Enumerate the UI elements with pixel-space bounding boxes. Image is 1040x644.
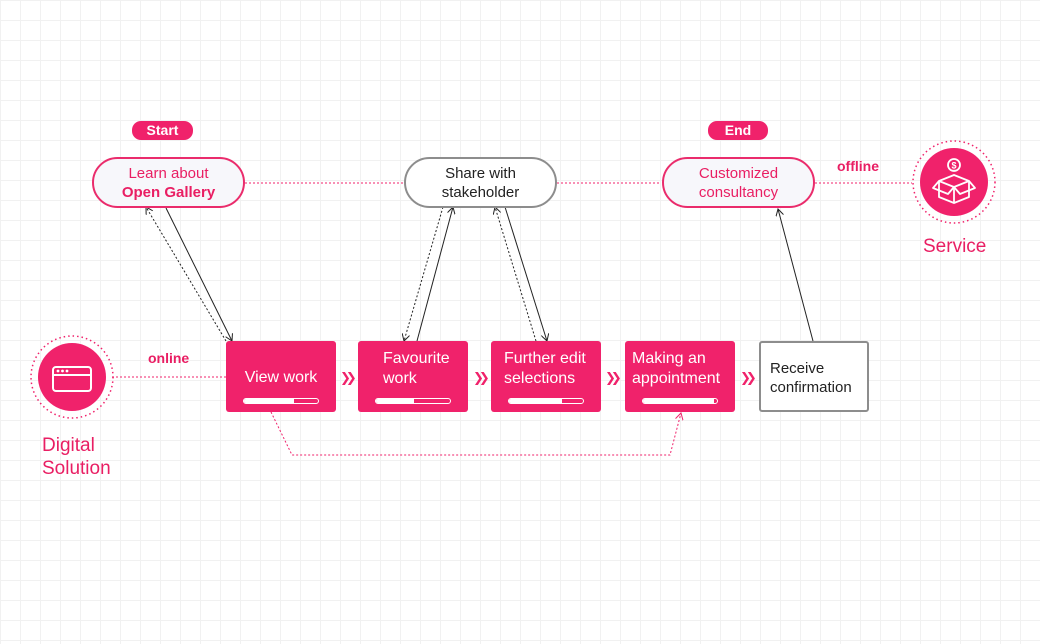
step-2-line2: work bbox=[383, 370, 417, 387]
step-5-line2: confirmation bbox=[770, 379, 852, 396]
step-4-line2: appointment bbox=[632, 370, 721, 387]
svg-text:$: $ bbox=[951, 161, 956, 171]
online-label: online bbox=[148, 350, 190, 366]
arrow-learn-to-view bbox=[165, 207, 232, 341]
digital-line1: Digital bbox=[42, 435, 95, 456]
chevron-right-icon: ❯❯ bbox=[605, 370, 622, 385]
step-5-line1: Receive bbox=[770, 360, 825, 377]
arrow-share-to-fav bbox=[404, 206, 444, 341]
step-further-edit-selections[interactable]: Further edit selections bbox=[491, 341, 601, 412]
step-3-line2: selections bbox=[504, 370, 576, 387]
arrow-edit-to-share bbox=[495, 207, 537, 342]
service-label: Service bbox=[923, 235, 986, 258]
step-3-progress bbox=[508, 398, 584, 404]
node-learn-line1: Learn about bbox=[128, 164, 209, 182]
node-consult-line1: Customized bbox=[698, 164, 779, 182]
step-1-line1: View work bbox=[244, 369, 318, 386]
chevron-right-icon: ❯❯ bbox=[740, 370, 757, 385]
node-learn-about-open-gallery[interactable]: Learn about Open Gallery bbox=[92, 157, 245, 208]
step-4-progress bbox=[642, 398, 718, 404]
service-line1: Service bbox=[923, 236, 987, 257]
start-badge: Start bbox=[132, 121, 193, 140]
node-customized-consultancy[interactable]: Customized consultancy bbox=[662, 157, 815, 208]
browser-window-icon bbox=[30, 335, 114, 419]
step-2-progress bbox=[375, 398, 451, 404]
step-making-an-appointment[interactable]: Making an appointment bbox=[625, 341, 735, 412]
chevron-right-icon: ❯❯ bbox=[473, 370, 490, 385]
step-2-line1: Favourite bbox=[383, 350, 450, 367]
step-receive-confirmation[interactable]: Receive confirmation bbox=[759, 341, 869, 412]
node-share-line1: Share with bbox=[445, 164, 516, 182]
node-share-with-stakeholder[interactable]: Share with stakeholder bbox=[404, 157, 557, 208]
step-1-progress bbox=[243, 398, 319, 404]
arrow-share-to-edit bbox=[504, 206, 547, 341]
digital-line2: Solution bbox=[42, 458, 111, 479]
step-3-line1: Further edit bbox=[504, 350, 586, 367]
arrow-fav-to-share bbox=[416, 207, 453, 342]
step-favourite-work[interactable]: Favourite work bbox=[358, 341, 468, 412]
arrow-view-to-learn bbox=[146, 207, 227, 342]
digital-solution-label: Digital Solution bbox=[42, 434, 111, 480]
offline-label: offline bbox=[837, 158, 879, 174]
arrow-receive-to-consult bbox=[778, 209, 814, 342]
open-box-dollar-icon: $ bbox=[912, 140, 996, 224]
step-4-line1: Making an bbox=[632, 350, 706, 367]
node-consult-line2: consultancy bbox=[698, 183, 779, 201]
arrow-view-to-appointment bbox=[270, 411, 681, 456]
node-share-line2: stakeholder bbox=[441, 183, 520, 201]
chevron-right-icon: ❯❯ bbox=[340, 370, 357, 385]
step-view-work[interactable]: View work bbox=[226, 341, 336, 412]
node-learn-line2: Open Gallery bbox=[121, 183, 216, 201]
end-badge: End bbox=[708, 121, 768, 140]
